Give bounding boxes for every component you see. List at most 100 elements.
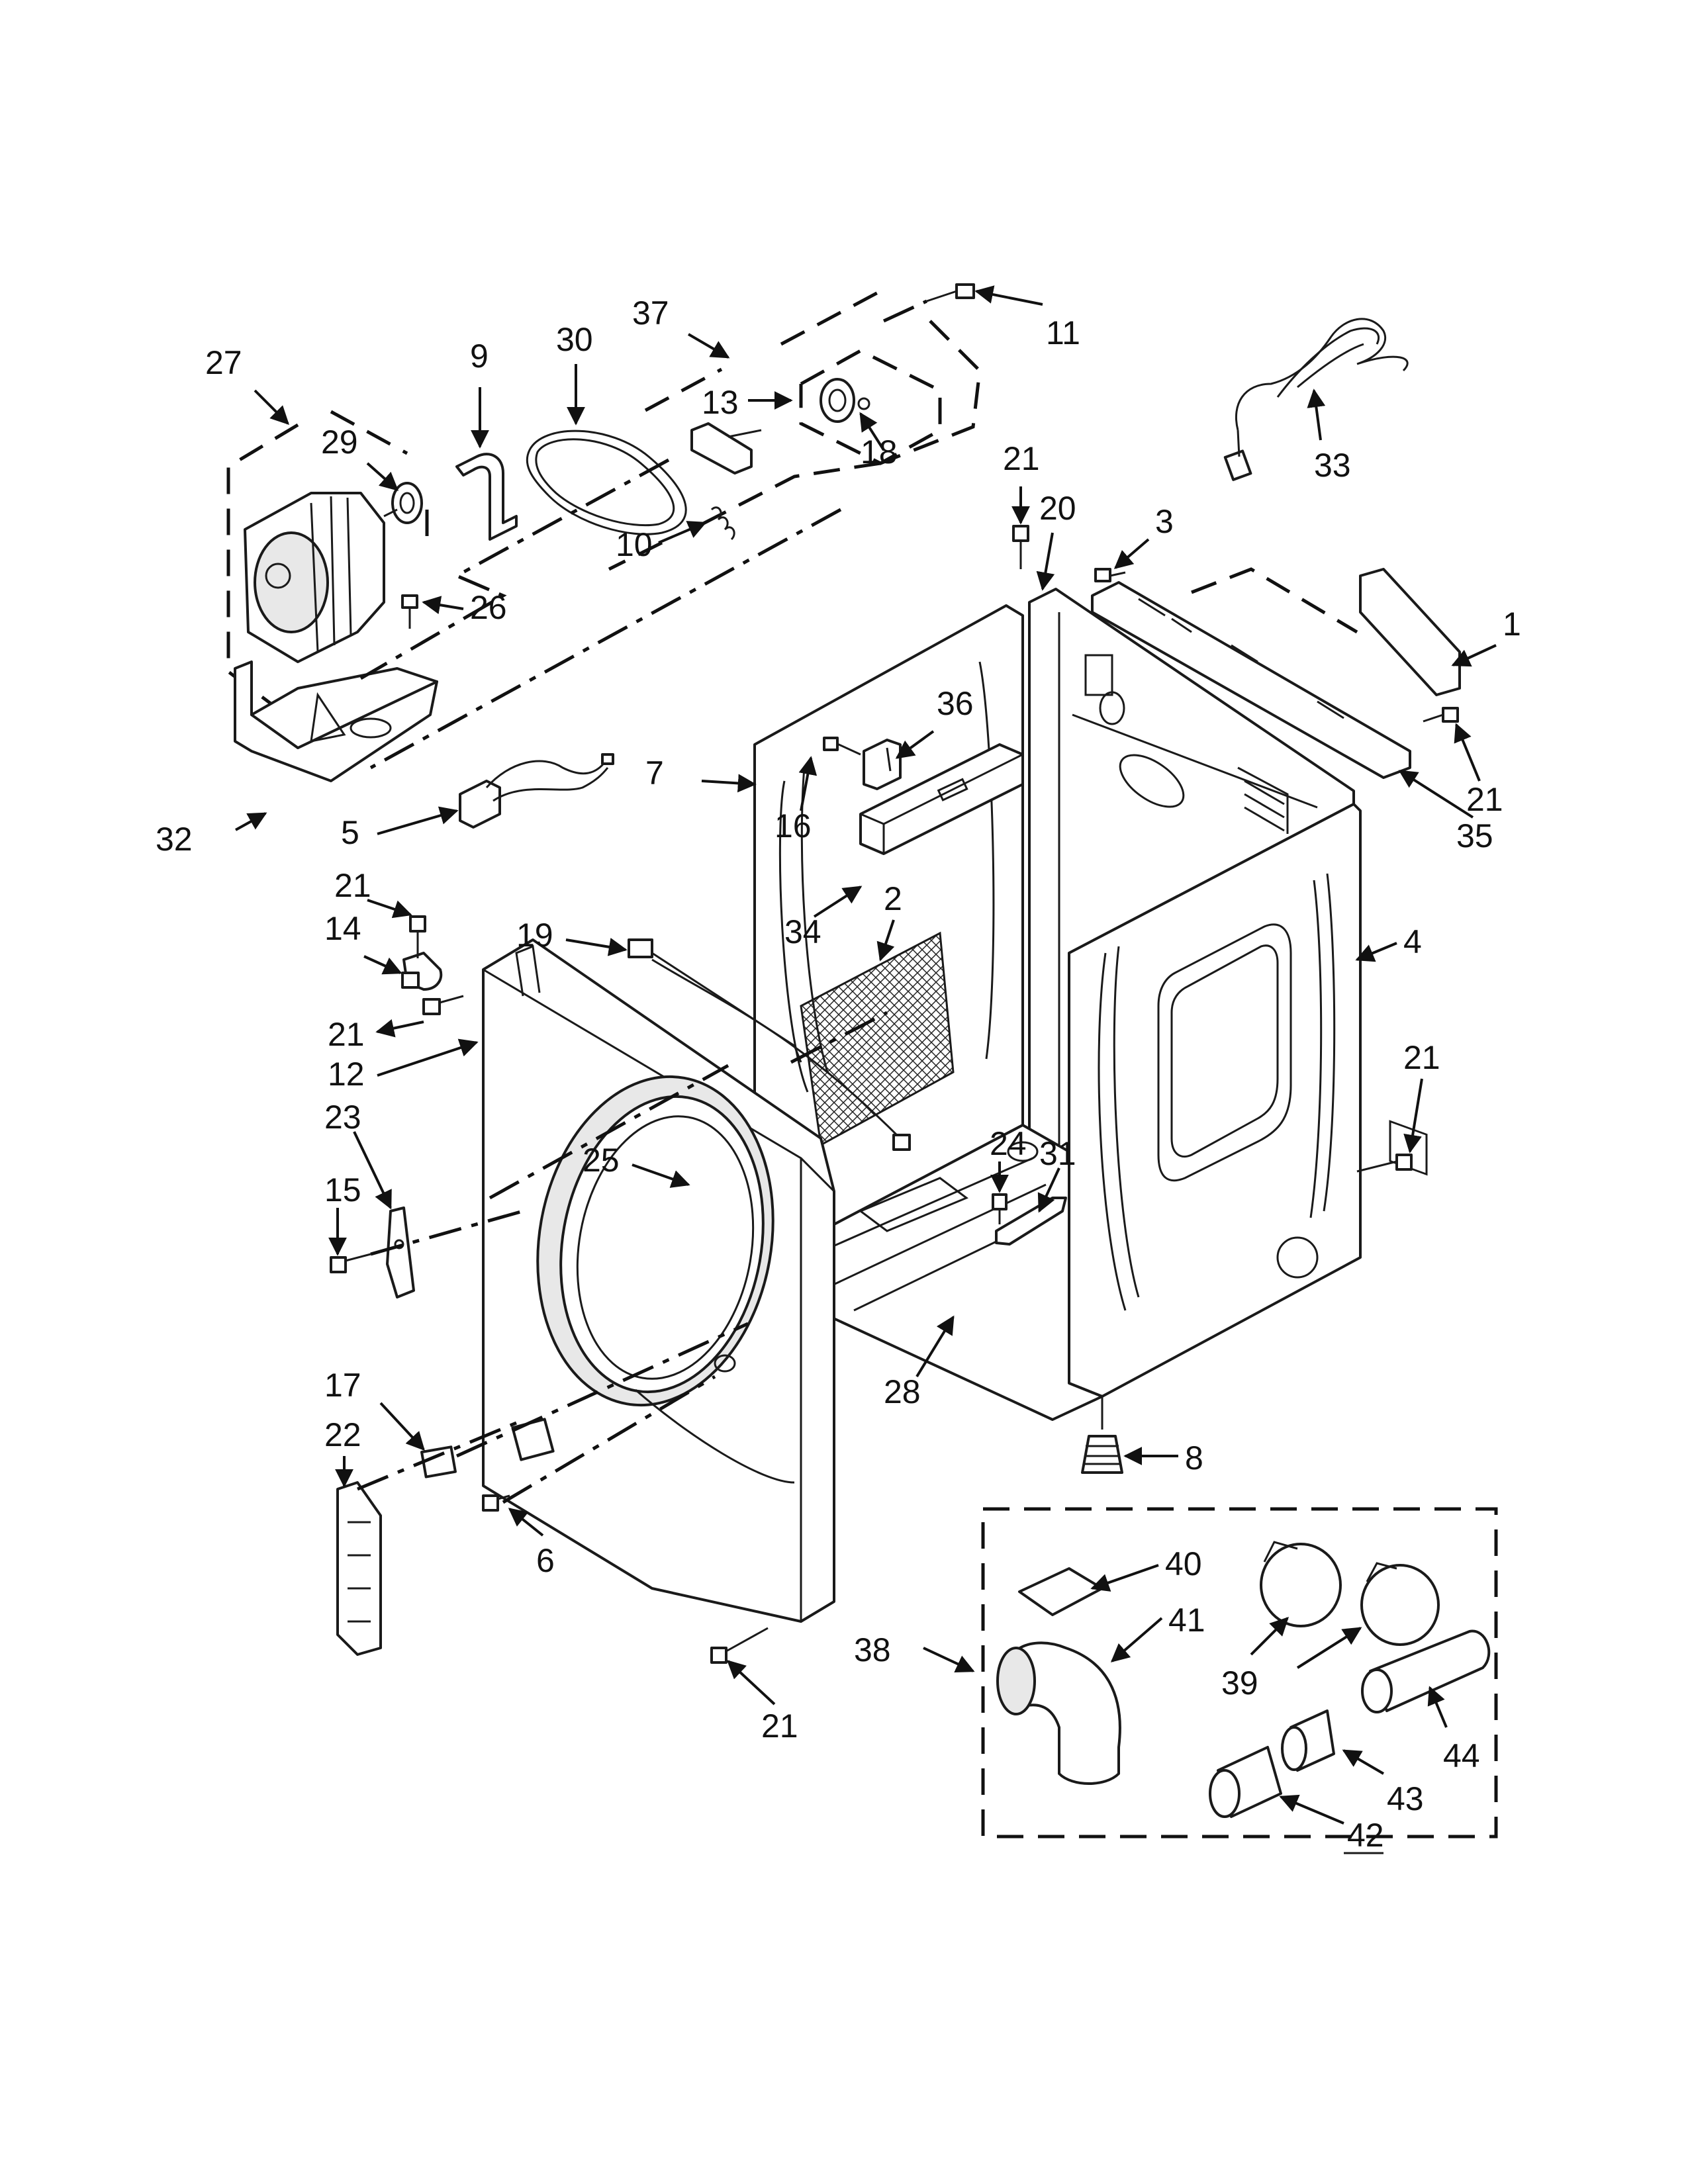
motor-assembly-group	[226, 410, 518, 782]
vent-elbow-icon	[996, 1641, 1121, 1785]
callout-44: 44	[1443, 1737, 1480, 1774]
callout-6: 6	[536, 1542, 555, 1579]
callout-26: 26	[470, 589, 507, 626]
callout-43: 43	[1387, 1780, 1424, 1817]
screw-3-icon	[1094, 568, 1126, 582]
callout-21-side: 21	[1403, 1039, 1440, 1076]
vent-coupler-43-icon	[1281, 1709, 1335, 1772]
callout-25: 25	[583, 1142, 620, 1179]
callout-30: 30	[556, 321, 593, 358]
leveling-leg-icon	[1081, 1396, 1123, 1474]
idler-bracket-icon	[690, 422, 753, 475]
control-board-icon	[1359, 568, 1461, 1176]
screw-24-icon	[992, 1193, 1008, 1224]
screw-21-clip-icon	[409, 915, 426, 958]
callout-22: 22	[324, 1416, 361, 1453]
vent-pipe-44-icon	[1361, 1629, 1491, 1713]
callout-21-right-top: 21	[1466, 781, 1503, 818]
motor-clamp-icon	[455, 453, 518, 541]
callout-17: 17	[324, 1367, 361, 1404]
callout-39: 39	[1221, 1664, 1258, 1702]
callout-2: 2	[884, 880, 902, 917]
callout-7: 7	[645, 754, 664, 792]
callout-12: 12	[328, 1056, 365, 1093]
callout-13: 13	[702, 384, 739, 421]
screw-16-icon	[823, 737, 861, 756]
motor-icon	[244, 492, 385, 663]
callout-4: 4	[1403, 923, 1422, 960]
callout-38: 38	[854, 1631, 891, 1668]
door-switch-icon	[863, 739, 902, 790]
callout-1: 1	[1503, 606, 1521, 643]
vent-adapter-42-icon	[1209, 1746, 1282, 1818]
drive-belt-icon	[526, 430, 687, 535]
console-alignment-dash	[1191, 567, 1358, 634]
callout-40: 40	[1165, 1545, 1202, 1582]
callout-41: 41	[1168, 1602, 1205, 1639]
callout-21-bottom: 21	[761, 1707, 798, 1745]
screw-26-icon	[401, 594, 418, 629]
front-alignment-line-1	[489, 1064, 729, 1200]
motor-group-bracket-left	[226, 423, 299, 723]
callout-29: 29	[321, 424, 358, 461]
callout-21-front: 21	[328, 1016, 365, 1053]
callout-8: 8	[1185, 1439, 1203, 1477]
foam-pad-icon	[420, 1445, 457, 1479]
screw-15-icon	[330, 1253, 371, 1273]
door-strike-icon	[386, 1206, 415, 1298]
callout-31: 31	[1039, 1135, 1076, 1172]
power-cord-icon	[1223, 318, 1409, 481]
callout-11: 11	[1046, 314, 1080, 351]
screw-21-right-top-icon	[1423, 707, 1459, 723]
vent-hood-39a-icon	[1260, 1541, 1342, 1627]
callout-9: 9	[470, 338, 489, 375]
callout-5: 5	[341, 814, 359, 851]
motor-base-icon	[234, 660, 438, 782]
screw-21-top-icon	[1012, 525, 1029, 569]
vent-kit-box	[981, 1507, 1498, 1839]
screw-21-bottom-icon	[710, 1627, 769, 1664]
callout-19: 19	[516, 917, 553, 954]
callout-27: 27	[205, 344, 242, 381]
callout-16: 16	[774, 807, 812, 844]
console-bracket-icon	[1091, 581, 1411, 779]
idler-pulley-icon	[799, 349, 942, 465]
callout-18: 18	[861, 433, 898, 471]
motor-alignment-line-2	[369, 508, 842, 770]
wire-harness-icon	[459, 753, 614, 829]
callout-20: 20	[1039, 490, 1076, 527]
harness-alignment-line	[790, 1011, 888, 1064]
hinge-alignment-line	[357, 1421, 517, 1491]
front-alignment-line-2	[455, 1322, 749, 1458]
vent-hood-39b-icon	[1360, 1562, 1440, 1646]
motor-alignment-line-1	[359, 458, 670, 680]
callout-21-top: 21	[1003, 440, 1040, 477]
callout-32: 32	[156, 821, 193, 858]
front-panel-icon	[482, 938, 835, 1623]
support-bracket-icon	[859, 743, 1024, 855]
screw-21-side-icon	[1356, 1154, 1413, 1173]
idler-spring-icon	[710, 506, 735, 541]
callout-3: 3	[1155, 503, 1174, 540]
motor-pulley-icon	[383, 482, 423, 524]
hinge-clip-icon	[401, 952, 443, 991]
callout-28: 28	[884, 1373, 921, 1410]
callout-37: 37	[632, 295, 669, 332]
screw-6-icon	[482, 1494, 510, 1512]
idler-assembly-group	[608, 289, 982, 571]
vent-cap-40-icon	[1018, 1567, 1103, 1616]
callout-33: 33	[1314, 447, 1351, 484]
callout-21-clip: 21	[334, 867, 371, 904]
drive-belt-inner	[535, 438, 675, 527]
front-alignment-line-3	[502, 1375, 716, 1504]
door-hinge-plate-icon	[336, 1481, 382, 1656]
callout-10: 10	[616, 526, 653, 563]
screw-11-icon	[926, 283, 975, 302]
motor-group-bracket-top	[330, 410, 408, 455]
callout-36: 36	[937, 685, 974, 722]
screw-21-front-icon	[422, 995, 464, 1015]
callout-14: 14	[324, 910, 361, 947]
callout-24: 24	[990, 1125, 1027, 1162]
leader-arrows	[235, 285, 1497, 1825]
